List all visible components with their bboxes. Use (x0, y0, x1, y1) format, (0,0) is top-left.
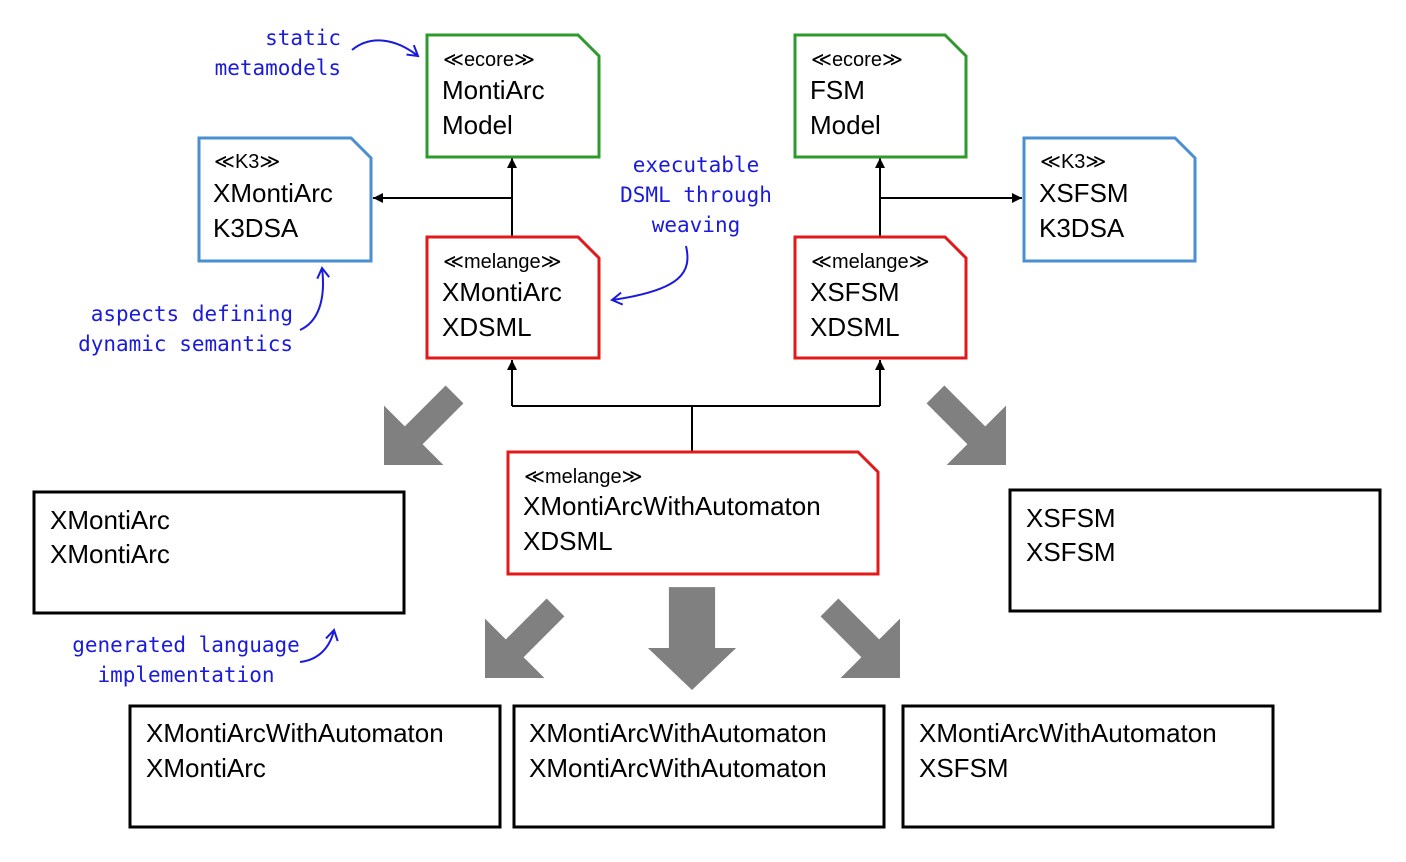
box-title: FSM (810, 75, 865, 105)
box-title: XMontiArc (442, 277, 562, 307)
melange-combined-xdsml-box: ≪melange≫ XMontiArcWithAutomaton XDSML (506, 450, 880, 576)
box-title: XSFSM (1039, 178, 1129, 208)
annotation-text: static (265, 26, 341, 50)
stereotype-label: ≪ecore≫ (811, 49, 903, 71)
curved-arrow (610, 245, 689, 306)
generated-combined-xmontiarc-box: XMontiArcWithAutomaton XMontiArc (128, 704, 502, 829)
annotation-static-metamodels: static metamodels (215, 26, 420, 80)
curved-arrow (351, 39, 420, 58)
box-title: XMontiArc (213, 178, 333, 208)
annotation-text: weaving (652, 213, 741, 237)
box-subtitle: XSFSM (1026, 537, 1116, 567)
box-subtitle: XDSML (442, 312, 532, 342)
box-subtitle: XMontiArc (50, 539, 170, 569)
melange-xmontiarc-xdsml-box: ≪melange≫ XMontiArc XDSML (425, 235, 601, 360)
box-subtitle: XSFSM (919, 753, 1009, 783)
box-subtitle: XDSML (810, 312, 900, 342)
generate-arrow-right-xsfsm (926, 385, 1006, 465)
box-title: XMontiArcWithAutomaton (919, 718, 1217, 748)
k3-xmontiarc-k3dsa-box: ≪K3≫ XMontiArc K3DSA (197, 136, 373, 263)
box-title: XMontiArc (50, 505, 170, 535)
stereotype-label: ≪ecore≫ (443, 49, 535, 71)
box-subtitle: XMontiArc (146, 753, 266, 783)
annotation-generated-impl: generated language implementation (72, 628, 339, 687)
box-subtitle: Model (442, 110, 513, 140)
box-subtitle: K3DSA (213, 213, 299, 243)
annotation-text: executable (633, 153, 759, 177)
generated-xsfsm-box: XSFSM XSFSM (1008, 488, 1382, 613)
annotation-text: generated language (72, 633, 300, 657)
generate-arrow-left-xmontiarc (384, 385, 464, 465)
annotation-text: DSML through (620, 183, 772, 207)
generated-combined-xsfsm-box: XMontiArcWithAutomaton XSFSM (901, 704, 1275, 829)
stereotype-label: ≪melange≫ (524, 466, 643, 488)
melange-xsfsm-xdsml-box: ≪melange≫ XSFSM XDSML (793, 235, 968, 360)
generate-arrow-bottom-left (485, 598, 565, 678)
box-subtitle: XDSML (523, 526, 613, 556)
generate-arrow-bottom-center (647, 587, 737, 690)
ecore-fsm-model-box: ≪ecore≫ FSM Model (793, 33, 968, 159)
curved-arrow (299, 628, 339, 663)
annotation-aspects: aspects defining dynamic semantics (78, 266, 330, 356)
box-subtitle: K3DSA (1039, 213, 1125, 243)
box-title: MontiArc (442, 75, 545, 105)
box-title: XSFSM (1026, 503, 1116, 533)
annotation-text: implementation (97, 663, 274, 687)
box-title: XMontiArcWithAutomaton (523, 491, 821, 521)
stereotype-label: ≪melange≫ (811, 251, 930, 273)
ecore-montiarc-model-box: ≪ecore≫ MontiArc Model (425, 33, 601, 159)
box-title: XMontiArcWithAutomaton (146, 718, 444, 748)
generated-xmontiarc-box: XMontiArc XMontiArc (32, 490, 406, 615)
annotation-text: dynamic semantics (78, 332, 293, 356)
generation-arrows (384, 385, 1006, 690)
box-title: XMontiArcWithAutomaton (529, 718, 827, 748)
annotation-text: aspects defining (91, 302, 293, 326)
connectors (373, 158, 1022, 451)
stereotype-label: ≪K3≫ (1040, 151, 1106, 173)
k3-xsfsm-k3dsa-box: ≪K3≫ XSFSM K3DSA (1022, 136, 1197, 263)
box-title: XSFSM (810, 277, 900, 307)
annotation-text: metamodels (215, 56, 341, 80)
curved-arrow (299, 266, 330, 331)
generated-combined-combined-box: XMontiArcWithAutomaton XMontiArcWithAuto… (512, 704, 886, 829)
box-subtitle: Model (810, 110, 881, 140)
stereotype-label: ≪melange≫ (443, 251, 562, 273)
generate-arrow-bottom-right (820, 598, 900, 678)
stereotype-label: ≪K3≫ (214, 151, 280, 173)
box-subtitle: XMontiArcWithAutomaton (529, 753, 827, 783)
annotation-executable-dsml: executable DSML through weaving (610, 153, 772, 306)
